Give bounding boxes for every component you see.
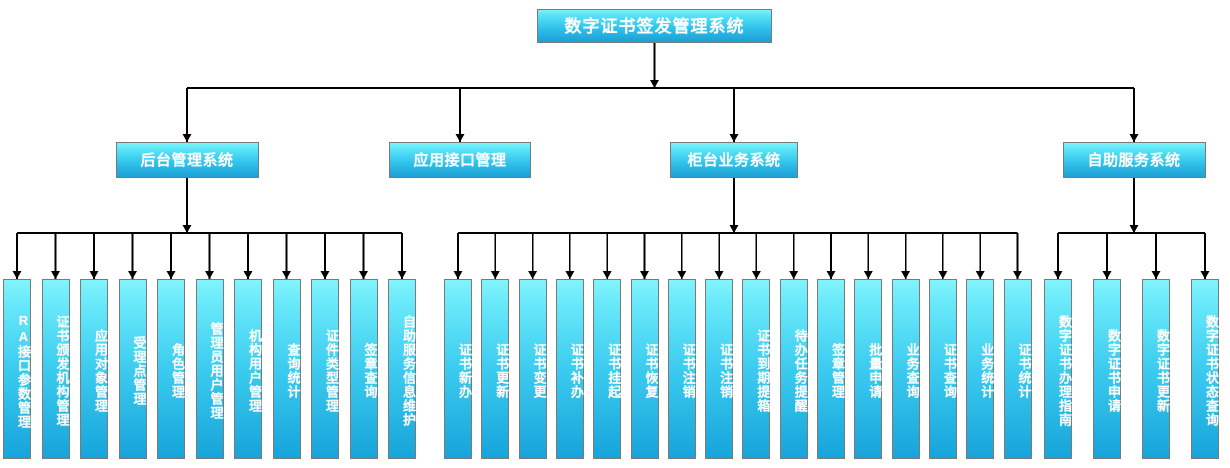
leaf-node-3-3[interactable]: 证书变更 [518,279,547,459]
leaf-node-3-10[interactable]: 待办任务提醒 [779,279,808,459]
leaf-node-1-3-label: 应用对象管理 [93,329,108,413]
leaf-node-3-15-label: 业务统计 [979,343,995,399]
leaf-node-1-8-label: 查询统计 [285,343,301,399]
leaf-node-3-11-label: 签章管理 [830,343,845,399]
branch-node-2-label: 应用接口管理 [413,151,507,169]
leaf-node-3-15[interactable]: 业务统计 [966,279,995,459]
leaf-node-3-2[interactable]: 证书更新 [481,279,510,459]
leaf-node-3-16-label: 证书统计 [1016,343,1032,399]
leaf-node-3-14[interactable]: 证书查询 [928,279,957,459]
branch-node-4-label: 自助服务系统 [1087,151,1181,169]
leaf-node-4-1[interactable]: 数字证书办理指南 [1044,279,1072,459]
leaf-node-1-9-label: 证件类型管理 [324,329,339,413]
leaf-node-3-7-label: 证书注销 [680,343,696,399]
leaf-node-1-6-label: 管理员用户管理 [208,322,224,420]
branch-node-1-label: 后台管理系统 [140,151,234,169]
branch-node-4[interactable]: 自助服务系统 [1062,142,1206,178]
leaf-node-3-11[interactable]: 签章管理 [817,279,845,459]
leaf-node-4-4-label: 数字证书状态查询 [1204,315,1219,427]
leaf-node-3-13[interactable]: 业务查询 [891,279,920,459]
leaf-node-3-5[interactable]: 证书挂起 [593,279,622,459]
leaf-node-3-1[interactable]: 证书新办 [444,279,472,459]
leaf-node-3-8-label: 证书注销 [718,343,734,399]
leaf-node-1-8[interactable]: 查询统计 [272,279,301,459]
leaf-node-3-6[interactable]: 证书恢复 [630,279,659,459]
leaf-node-1-1-label: RA接口参数管理 [16,313,31,429]
leaf-node-4-2[interactable]: 数字证书申请 [1093,279,1121,459]
leaf-node-3-13-label: 业务查询 [904,343,920,399]
leaf-node-1-10-label: 签章查询 [362,343,378,399]
leaf-node-3-12-label: 批量申请 [867,343,883,399]
leaf-node-4-3[interactable]: 数字证书更新 [1142,279,1170,459]
leaf-node-3-2-label: 证书更新 [494,343,510,399]
branch-node-3[interactable]: 柜台业务系统 [670,142,798,178]
leaf-node-3-9[interactable]: 证书到期提箱 [742,279,771,459]
leaf-node-1-7[interactable]: 机构用户管理 [234,279,262,459]
leaf-node-3-9-label: 证书到期提箱 [755,329,771,413]
branch-node-1[interactable]: 后台管理系统 [115,142,259,178]
leaf-node-1-4-label: 受理点管理 [131,336,147,406]
root-node-label: 数字证书签发管理系统 [564,16,745,36]
leaf-node-3-12[interactable]: 批量申请 [854,279,883,459]
leaf-node-3-5-label: 证书挂起 [606,343,622,399]
leaf-node-1-9[interactable]: 证件类型管理 [311,279,339,459]
leaf-node-3-8[interactable]: 证书注销 [705,279,734,459]
leaf-node-4-3-label: 数字证书更新 [1155,329,1170,413]
leaf-node-3-4-label: 证书补办 [568,343,584,399]
leaf-node-1-2[interactable]: 证书颁发机构管理 [41,279,70,459]
leaf-node-4-2-label: 数字证书申请 [1106,329,1121,413]
leaf-node-3-10-label: 待办任务提醒 [792,329,808,413]
leaf-node-1-6[interactable]: 管理员用户管理 [195,279,224,459]
branch-node-3-label: 柜台业务系统 [687,151,781,169]
leaf-node-4-4[interactable]: 数字证书状态查询 [1191,279,1219,459]
leaf-node-1-5[interactable]: 角色管理 [157,279,185,459]
leaf-node-3-6-label: 证书恢复 [643,343,659,399]
leaf-node-1-10[interactable]: 签章查询 [349,279,378,459]
leaf-node-3-4[interactable]: 证书补办 [555,279,584,459]
leaf-node-1-4[interactable]: 受理点管理 [118,279,147,459]
leaf-node-1-11-label: 自助服务信息维护 [401,315,416,427]
leaf-node-1-2-label: 证书颁发机构管理 [54,315,70,427]
root-node[interactable]: 数字证书签发管理系统 [537,9,772,43]
leaf-node-3-16[interactable]: 证书统计 [1003,279,1032,459]
leaf-node-3-3-label: 证书变更 [531,343,547,399]
leaf-node-1-7-label: 机构用户管理 [247,329,262,413]
branch-node-2[interactable]: 应用接口管理 [389,142,531,178]
leaf-node-3-14-label: 证书查询 [941,343,957,399]
leaf-node-1-1[interactable]: RA接口参数管理 [3,279,31,459]
leaf-node-4-1-label: 数字证书办理指南 [1057,315,1072,427]
leaf-node-1-11[interactable]: 自助服务信息维护 [388,279,416,459]
leaf-node-3-1-label: 证书新办 [457,343,472,399]
leaf-node-1-5-label: 角色管理 [170,343,185,399]
leaf-node-3-7[interactable]: 证书注销 [667,279,696,459]
leaf-node-1-3[interactable]: 应用对象管理 [80,279,108,459]
